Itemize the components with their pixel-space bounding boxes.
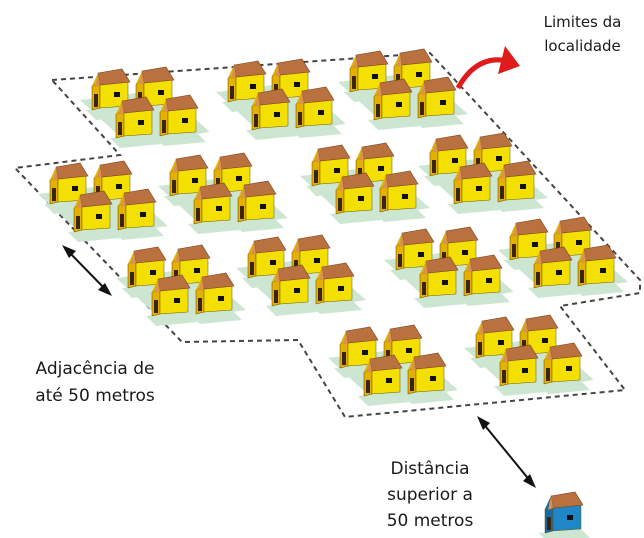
house-icon	[266, 264, 318, 316]
window-icon	[338, 286, 344, 291]
window-icon	[440, 100, 446, 105]
house-icon	[412, 76, 464, 128]
house-icon	[458, 254, 510, 306]
window-icon	[270, 260, 276, 265]
window-icon	[430, 376, 436, 381]
house-icon	[528, 246, 580, 298]
house-icon	[492, 160, 544, 212]
window-icon	[194, 268, 200, 273]
window-icon	[442, 280, 448, 285]
window-icon	[358, 196, 364, 201]
house-icon	[572, 244, 624, 296]
house-icon	[494, 344, 546, 396]
distance-label-line1: Distância	[390, 459, 470, 479]
window-icon	[566, 366, 572, 371]
house-icon	[232, 180, 284, 232]
window-icon	[216, 206, 222, 211]
house-icon	[310, 262, 362, 314]
window-icon	[522, 368, 528, 373]
house-icon	[368, 78, 420, 130]
house-icon	[374, 170, 426, 222]
window-icon	[542, 338, 548, 343]
window-icon	[192, 178, 198, 183]
window-icon	[476, 186, 482, 191]
window-icon	[182, 118, 188, 123]
house-icon	[110, 96, 162, 148]
limits-label-line2: localidade	[544, 37, 621, 55]
house-icon	[390, 228, 442, 280]
window-icon	[532, 242, 538, 247]
window-icon	[498, 340, 504, 345]
adjacency-double-arrow	[62, 245, 112, 296]
window-icon	[72, 186, 78, 191]
house-icon	[330, 172, 382, 224]
house-icon	[190, 272, 242, 324]
distance-label-line3: 50 metros	[386, 511, 474, 531]
house-icon	[402, 352, 454, 404]
adjacency-label-line1: Adjacência de	[35, 359, 155, 379]
adjacency-label: Adjacência de até 50 metros	[10, 356, 180, 410]
window-icon	[462, 250, 468, 255]
isolated-house-icon	[539, 491, 590, 538]
window-icon	[378, 166, 384, 171]
distance-double-arrow	[477, 416, 536, 488]
locality-boundary	[12, 51, 641, 419]
window-icon	[274, 112, 280, 117]
window-icon	[520, 184, 526, 189]
window-icon	[250, 84, 256, 89]
house-icon	[448, 162, 500, 214]
window-icon	[486, 278, 492, 283]
house-icon	[358, 354, 410, 406]
boundary-pointer-arrowhead	[498, 46, 520, 74]
locality-limits-label: Limites da localidade	[525, 10, 640, 58]
window-icon	[174, 298, 180, 303]
window-icon	[362, 350, 368, 355]
window-icon	[96, 214, 102, 219]
window-icon	[114, 92, 120, 97]
window-icon	[576, 240, 582, 245]
adjacency-label-line2: até 50 metros	[35, 386, 155, 406]
distance-label: Distância superior a 50 metros	[360, 456, 500, 534]
house-icon	[146, 274, 198, 326]
house-icon	[112, 188, 164, 240]
window-icon	[416, 72, 422, 77]
window-icon	[334, 168, 340, 173]
window-icon	[314, 258, 320, 263]
window-icon	[396, 102, 402, 107]
window-icon	[116, 184, 122, 189]
house-icon	[154, 94, 206, 146]
window-icon	[260, 204, 266, 209]
house-icon	[344, 50, 396, 102]
window-icon	[138, 120, 144, 125]
window-icon	[406, 348, 412, 353]
house-icon	[290, 86, 342, 138]
house-icon	[188, 182, 240, 234]
window-icon	[372, 74, 378, 79]
window-icon	[386, 378, 392, 383]
window-icon	[567, 515, 573, 520]
window-icon	[218, 296, 224, 301]
window-icon	[158, 90, 164, 95]
window-icon	[556, 270, 562, 275]
house-icon	[68, 190, 120, 242]
house-icon	[246, 88, 298, 140]
houses-layer	[44, 48, 624, 538]
house-icon	[538, 342, 590, 394]
distance-label-line2: superior a	[387, 485, 473, 505]
window-icon	[318, 110, 324, 115]
window-icon	[150, 270, 156, 275]
window-icon	[600, 268, 606, 273]
house-icon	[414, 256, 466, 308]
window-icon	[402, 194, 408, 199]
window-icon	[452, 158, 458, 163]
window-icon	[236, 176, 242, 181]
limits-label-line1: Limites da	[543, 13, 622, 31]
window-icon	[496, 156, 502, 161]
window-icon	[294, 288, 300, 293]
window-icon	[294, 82, 300, 87]
window-icon	[140, 212, 146, 217]
window-icon	[418, 252, 424, 257]
